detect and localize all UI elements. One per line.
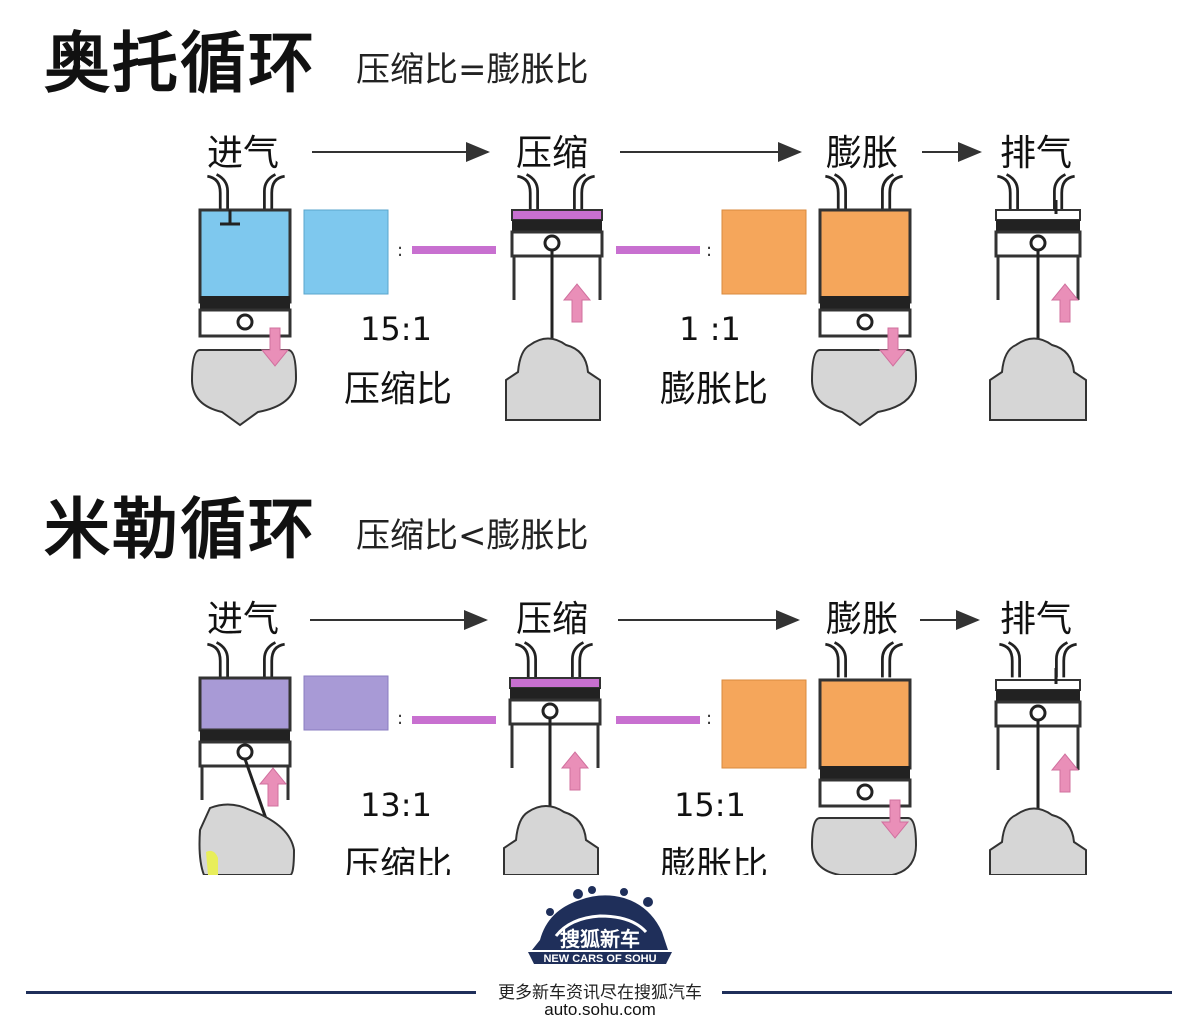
otto-stage-intake: 进气 (207, 133, 280, 174)
otto-exhaust-up-arrow (1050, 283, 1080, 323)
miller-cylinder-intake (198, 641, 296, 875)
miller-compression-up-arrow (560, 751, 590, 791)
otto-expansion-volume-box (721, 209, 807, 295)
footer-slogan: 更多新车资讯尽在搜狐汽车 (498, 983, 702, 1003)
logo-cn-text: 搜狐新车 (560, 927, 640, 951)
miller-intake-up-arrow (258, 767, 288, 807)
miller-compressed-bar-2 (616, 716, 700, 724)
miller-expansion-volume-box (721, 679, 807, 769)
otto-subtitle: 压缩比=膨胀比 (356, 50, 589, 90)
miller-stage-compression: 压缩 (516, 599, 589, 640)
logo-en-text: NEW CARS OF SOHU (543, 953, 656, 965)
footer-site-link[interactable]: auto.sohu.com (544, 1000, 656, 1019)
miller-expansion-ratio: 15:1 (674, 786, 746, 824)
otto-cylinder-expansion (810, 173, 918, 427)
miller-expansion-down-arrow (880, 799, 910, 839)
otto-stage-exhaust: 排气 (1000, 133, 1073, 174)
otto-cylinder-intake (190, 173, 298, 427)
miller-title: 米勒循环 (44, 491, 316, 568)
cycle-diagram-svg: : : (190, 142, 1087, 875)
otto-compression-ratio: 15:1 (360, 310, 432, 348)
otto-intake-down-arrow (260, 327, 290, 367)
svg-text::: : (706, 240, 712, 261)
svg-text::: : (397, 708, 403, 729)
otto-compression-label: 压缩比 (343, 369, 452, 410)
otto-expansion-down-arrow (878, 327, 908, 367)
footer-rule-left (26, 991, 476, 994)
miller-cylinder-compression (503, 641, 602, 875)
otto-stage-expansion: 膨胀 (826, 133, 899, 174)
otto-stage-compression: 压缩 (516, 133, 589, 174)
otto-expansion-ratio: 1 :1 (679, 310, 741, 348)
footer-rule-right (722, 991, 1172, 994)
otto-compression-up-arrow (562, 283, 592, 323)
miller-stage-exhaust: 排气 (1000, 599, 1073, 640)
miller-stage-expansion: 膨胀 (826, 599, 899, 640)
miller-intake-volume-box (303, 675, 389, 731)
otto-expansion-label: 膨胀比 (659, 369, 768, 410)
miller-exhaust-up-arrow (1050, 753, 1080, 793)
svg-text::: : (397, 240, 403, 261)
miller-compression-ratio: 13:1 (360, 786, 432, 824)
otto-cylinder-compression (505, 173, 604, 421)
otto-intake-volume-box (303, 209, 389, 295)
diagram-panel: 奥托循环 压缩比=膨胀比 进气 压缩 膨胀 排气 15:1 压缩比 1 :1 膨… (44, 25, 1087, 886)
otto-compressed-bar-2 (616, 246, 700, 254)
svg-text::: : (706, 708, 712, 729)
miller-stage-intake: 进气 (207, 599, 280, 640)
miller-cylinder-exhaust (989, 641, 1087, 875)
otto-compressed-bar-1 (412, 246, 496, 254)
miller-subtitle: 压缩比<膨胀比 (356, 516, 589, 556)
miller-cylinder-expansion (810, 641, 918, 875)
otto-cylinder-exhaust (989, 173, 1087, 421)
otto-title: 奥托循环 (44, 25, 316, 102)
sohu-new-cars-logo[interactable]: 搜狐新车 NEW CARS OF SOHU (520, 880, 680, 972)
miller-compressed-bar-1 (412, 716, 496, 724)
